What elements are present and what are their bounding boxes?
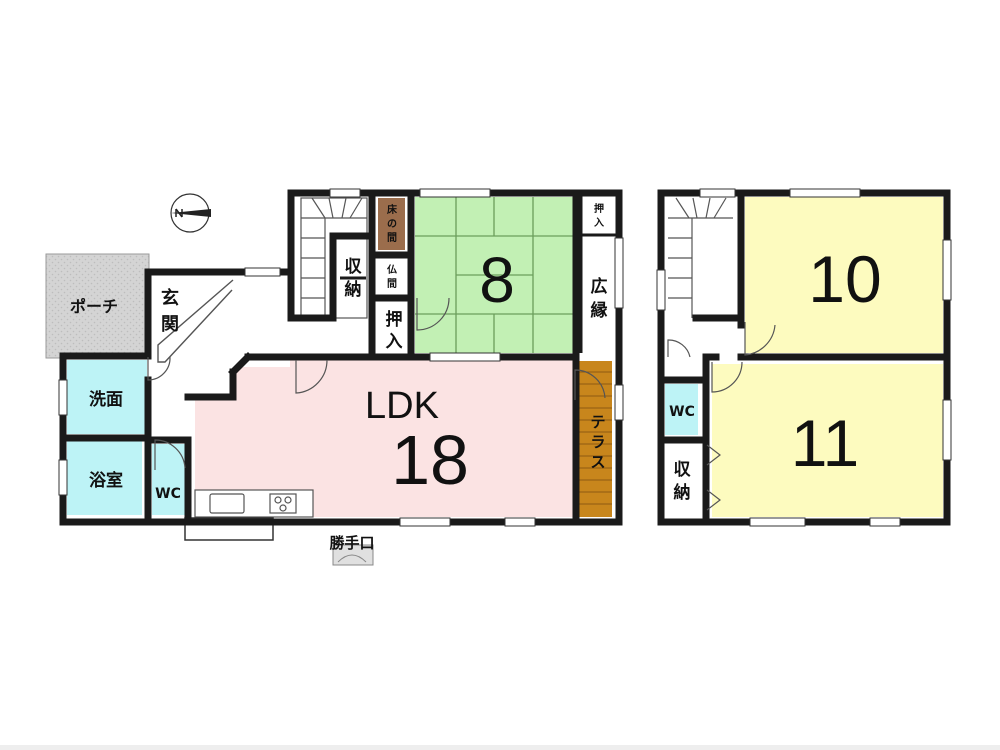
storage-label-2f-2: 納 bbox=[674, 482, 691, 503]
wc-room-2f bbox=[665, 384, 698, 435]
tokonoma-area bbox=[378, 198, 405, 250]
hiroen-label-2: 縁 bbox=[591, 300, 608, 321]
butsuma-label-2: 間 bbox=[387, 278, 397, 290]
wc-room-1f bbox=[152, 444, 185, 515]
hiroen-label-1: 広 bbox=[591, 276, 608, 297]
entrance-step bbox=[157, 279, 234, 363]
ldk-size: 18 bbox=[391, 421, 469, 499]
butsuma-label-1: 仏 bbox=[387, 264, 397, 276]
staircase-2f bbox=[668, 197, 733, 318]
entrance-label-1: 玄 bbox=[161, 287, 179, 309]
storage-label-1f-1: 収 bbox=[345, 257, 363, 277]
room-10-size: 10 bbox=[808, 242, 881, 316]
oshiire-label-1: 押 bbox=[386, 309, 403, 330]
washitsu-room bbox=[415, 197, 573, 353]
tokonoma-label-1: 床 bbox=[387, 203, 398, 216]
ldk-room bbox=[195, 360, 576, 517]
back-door-label: 勝手口 bbox=[329, 534, 374, 552]
oshiire-small-label-1: 押 bbox=[594, 202, 604, 215]
washroom-room bbox=[67, 360, 147, 434]
bathroom-label: 浴室 bbox=[89, 470, 123, 491]
room-11-fill bbox=[712, 364, 943, 517]
tokonoma-label-3: 間 bbox=[387, 232, 397, 244]
terrace-deck bbox=[578, 361, 612, 517]
room-10-fill bbox=[745, 197, 943, 353]
terrace-label-2: ラ bbox=[590, 433, 605, 451]
terrace-label-3: ス bbox=[590, 453, 605, 471]
terrace-label-1: テ bbox=[590, 413, 605, 431]
storage-label-2f-1: 収 bbox=[674, 460, 692, 480]
entrance-label-2: 関 bbox=[161, 314, 179, 335]
storage-label-1f-2: 納 bbox=[345, 279, 362, 300]
oshiire-small-label-2: 入 bbox=[594, 217, 604, 229]
kitchen-counter bbox=[194, 489, 314, 518]
porch-label: ポーチ bbox=[70, 297, 118, 316]
tokonoma-label-2: の bbox=[387, 219, 397, 230]
oshiire-label-2: 入 bbox=[386, 332, 403, 352]
room-11-size: 11 bbox=[791, 406, 860, 480]
washitsu-size: 8 bbox=[479, 244, 515, 316]
bathroom-room bbox=[67, 441, 142, 515]
bottom-band bbox=[0, 745, 1000, 750]
ldk-label: LDK bbox=[365, 385, 439, 427]
washroom-label: 洗面 bbox=[89, 389, 123, 410]
wc-label-1f: WC bbox=[155, 486, 181, 502]
compass-icon bbox=[170, 193, 211, 233]
wc-label-2f: WC bbox=[669, 404, 695, 420]
